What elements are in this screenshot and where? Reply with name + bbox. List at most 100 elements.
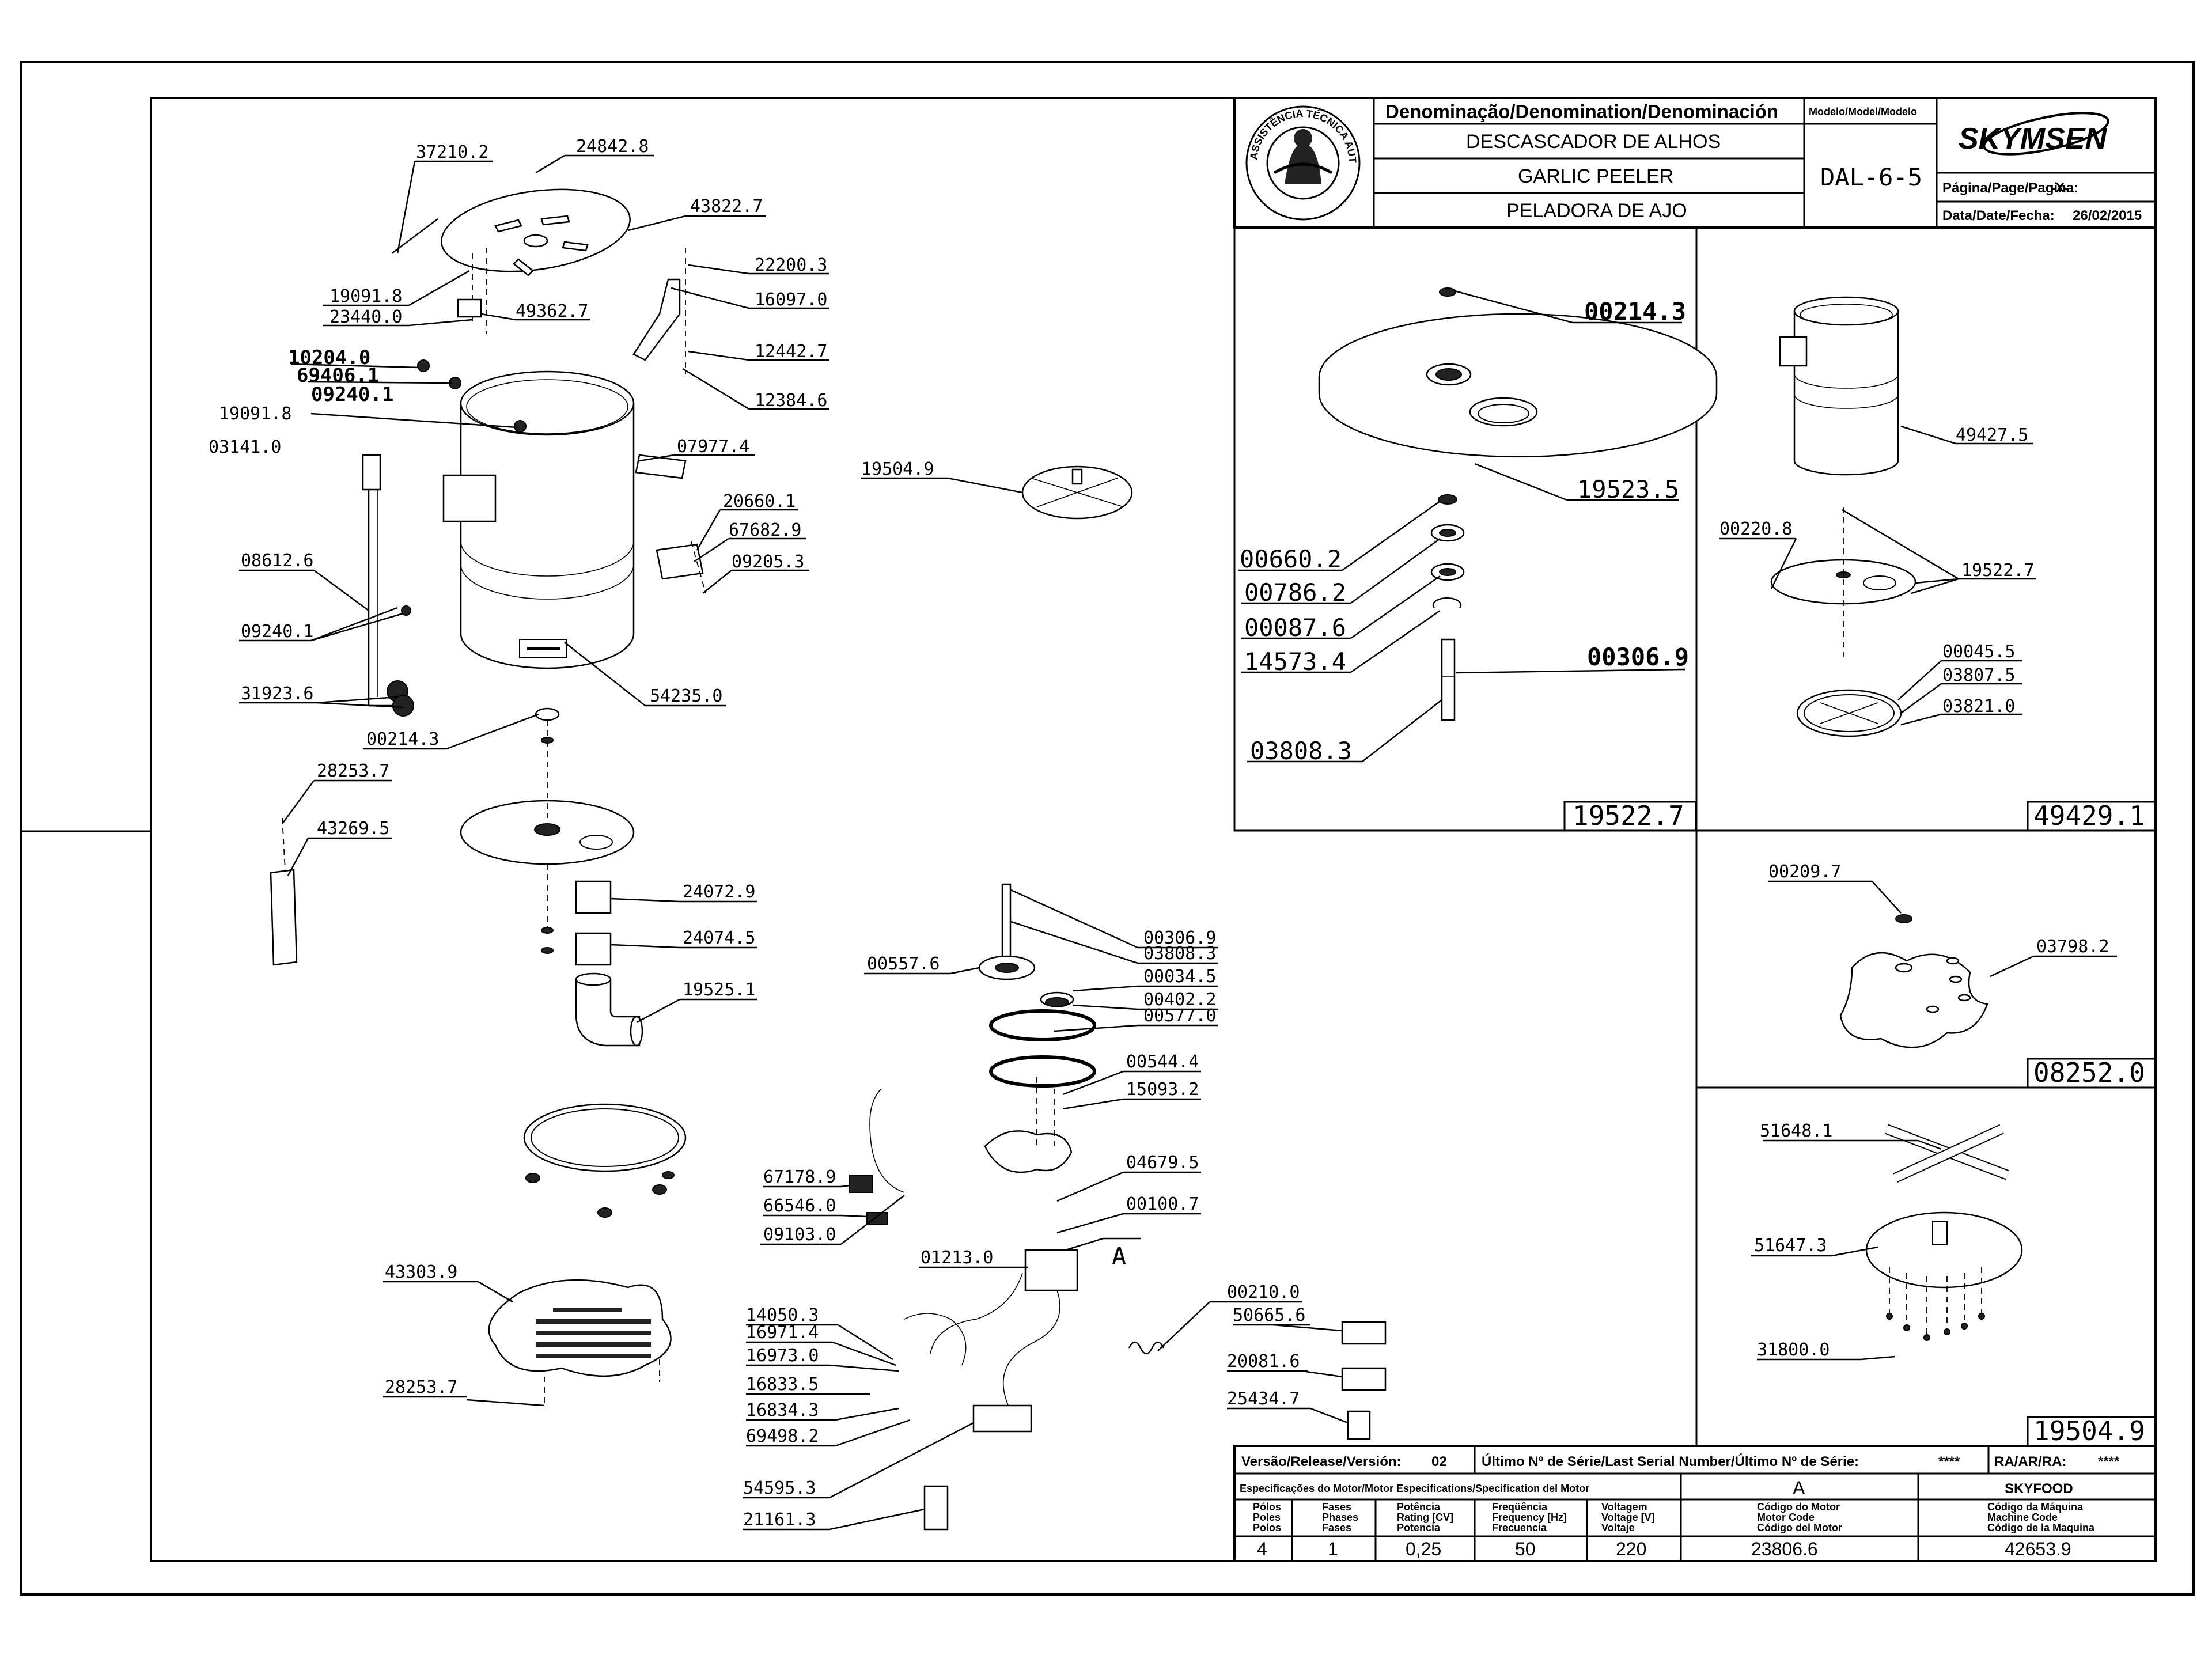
label-A: A — [1112, 1242, 1126, 1270]
svg-text:Poles: Poles — [1253, 1512, 1281, 1523]
label-19522-7: 19522.7 — [1961, 560, 2034, 581]
svg-text:Potência: Potência — [1397, 1501, 1441, 1513]
label-28253-7-b: 28253.7 — [385, 1377, 457, 1397]
model-code: DAL-6-5 — [1820, 163, 1922, 191]
label-00660-2: 00660.2 — [1240, 545, 1342, 573]
label-24072-9: 24072.9 — [683, 882, 755, 902]
page-value: -X- — [2051, 180, 2069, 196]
label-03808-3: 03808.3 — [1143, 944, 1216, 964]
svg-text:0,25: 0,25 — [1406, 1539, 1441, 1559]
label-16834-3: 16834.3 — [746, 1400, 819, 1421]
label-16973-0: 16973.0 — [746, 1346, 819, 1366]
label-43303-9: 43303.9 — [385, 1262, 457, 1282]
label-00100-7: 00100.7 — [1126, 1194, 1199, 1214]
label-01213-0: 01213.0 — [921, 1248, 993, 1268]
date-value: 26/02/2015 — [2073, 208, 2142, 224]
label-16971-4: 16971.4 — [746, 1323, 819, 1343]
svg-text:4: 4 — [1257, 1539, 1267, 1559]
svg-text:Voltagem: Voltagem — [1601, 1501, 1647, 1513]
svg-text:Frequency [Hz]: Frequency [Hz] — [1492, 1512, 1567, 1523]
svg-text:1: 1 — [1328, 1539, 1338, 1559]
label-00209-7: 00209.7 — [1768, 862, 1841, 882]
version-label: Versão/Release/Versión: — [1241, 1454, 1402, 1469]
label-19091-8-a: 19091.8 — [329, 286, 402, 306]
label-66546-0: 66546.0 — [763, 1196, 836, 1216]
version-value: 02 — [1431, 1454, 1447, 1469]
svg-text:Frecuencia: Frecuencia — [1492, 1522, 1547, 1533]
label-09240-1-b: 09240.1 — [241, 622, 313, 642]
label-10204-0: 10204.0 — [288, 346, 370, 369]
label-09240-1-a: 09240.1 — [311, 383, 393, 406]
detail-19522-7: 00214.3 19523.5 00660.2 00786.2 00087.6 … — [1238, 287, 1718, 832]
svg-text:Fases: Fases — [1322, 1501, 1351, 1513]
label-03141-0: 03141.0 — [209, 437, 281, 457]
svg-text:ASSISTÊNCIA TÉCNICA AUTORIZADA: ASSISTÊNCIA TÉCNICA AUTORIZADA — [0, 0, 1358, 164]
label-23440-0: 23440.0 — [329, 307, 402, 327]
label-25434-7: 25434.7 — [1227, 1389, 1300, 1409]
svg-text:23806.6: 23806.6 — [1751, 1539, 1818, 1559]
label-50665-6: 50665.6 — [1233, 1305, 1305, 1325]
spec-column-headers: Pólos Poles Polos Fases Phases Fases Pot… — [1253, 1501, 2095, 1533]
svg-text:Freqüência: Freqüência — [1492, 1501, 1548, 1513]
label-69406-1: 69406.1 — [297, 364, 379, 387]
label-19525-1: 19525.1 — [683, 980, 755, 1000]
label-00786-2: 00786.2 — [1244, 578, 1346, 607]
svg-text:Potencia: Potencia — [1397, 1522, 1441, 1533]
label-00402-2: 00402.2 — [1143, 990, 1216, 1010]
label-49362-7: 49362.7 — [516, 301, 588, 321]
label-49427-5: 49427.5 — [1956, 425, 2028, 445]
label-20081-6: 20081.6 — [1227, 1351, 1300, 1372]
date-label: Data/Date/Fecha: — [1942, 208, 2055, 224]
header-denomination: Denominação/Denomination/Denominación — [1385, 101, 1778, 122]
serial-label: Último Nº de Série/Last Serial Number/Úl… — [1482, 1453, 1859, 1469]
label-67682-9: 67682.9 — [729, 520, 801, 540]
svg-text:Phases: Phases — [1322, 1512, 1358, 1523]
label-67178-9: 67178.9 — [763, 1167, 836, 1187]
label-04679-5: 04679.5 — [1126, 1153, 1199, 1173]
label-43269-5: 43269.5 — [317, 819, 389, 839]
label-09205-3: 09205.3 — [732, 552, 804, 572]
brand-text: SKYMSEN — [1959, 122, 2108, 156]
svg-text:42653.9: 42653.9 — [2005, 1539, 2071, 1559]
skyfood-label: SKYFOOD — [2005, 1481, 2073, 1497]
svg-text:Polos: Polos — [1253, 1522, 1281, 1533]
label-08612-6: 08612.6 — [241, 551, 313, 571]
label-15093-2: 15093.2 — [1126, 1080, 1199, 1100]
label-19523-5: 19523.5 — [1577, 475, 1679, 503]
label-00544-4: 00544.4 — [1126, 1052, 1199, 1072]
motor-spec-table: Versão/Release/Versión: 02 Último Nº de … — [1233, 1445, 2157, 1562]
label-54235-0: 54235.0 — [650, 686, 722, 706]
sheet-border — [20, 61, 2195, 1596]
label-51648-1: 51648.1 — [1760, 1121, 1832, 1141]
header-model: Modelo/Model/Modelo — [1809, 106, 1917, 118]
label-24842-8: 24842.8 — [576, 137, 649, 157]
serial-value: **** — [1938, 1454, 1960, 1469]
label-14050-3: 14050.3 — [746, 1305, 819, 1325]
label-00087-6: 00087.6 — [1244, 613, 1346, 642]
label-14573-4: 14573.4 — [1244, 647, 1346, 676]
svg-text:220: 220 — [1616, 1539, 1646, 1559]
svg-text:50: 50 — [1515, 1539, 1536, 1559]
ra-label: RA/AR/RA: — [1994, 1454, 2066, 1469]
detail-box-19504-9: 19504.9 — [2033, 1415, 2145, 1446]
label-03798-2: 03798.2 — [2036, 937, 2109, 957]
svg-text:Código da Máquina: Código da Máquina — [1987, 1501, 2084, 1513]
detail-box-19522-7: 19522.7 — [1573, 800, 1684, 831]
svg-text:Pólos: Pólos — [1253, 1501, 1281, 1513]
label-09103-0: 09103.0 — [763, 1225, 836, 1245]
label-00210-0: 00210.0 — [1227, 1282, 1300, 1302]
label-24074-5: 24074.5 — [683, 928, 755, 948]
label-31923-6: 31923.6 — [241, 684, 313, 704]
label-00214-3: 00214.3 — [366, 729, 439, 749]
label-43822-7: 43822.7 — [690, 196, 763, 217]
label-16833-5: 16833.5 — [746, 1374, 819, 1395]
label-03821-0: 03821.0 — [1942, 696, 2015, 717]
name-pt: DESCASCADOR DE ALHOS — [1466, 131, 1721, 153]
label-00306-9: 00306.9 — [1143, 928, 1216, 948]
label-00306-9-detail: 00306.9 — [1587, 643, 1689, 671]
label-12442-7: 12442.7 — [755, 342, 827, 362]
label-51647-3: 51647.3 — [1754, 1236, 1827, 1256]
svg-text:Código del Motor: Código del Motor — [1757, 1522, 1842, 1533]
main-exploded-view: 37210.2 24842.8 43822.7 22200.3 16097.0 … — [209, 137, 1387, 1531]
